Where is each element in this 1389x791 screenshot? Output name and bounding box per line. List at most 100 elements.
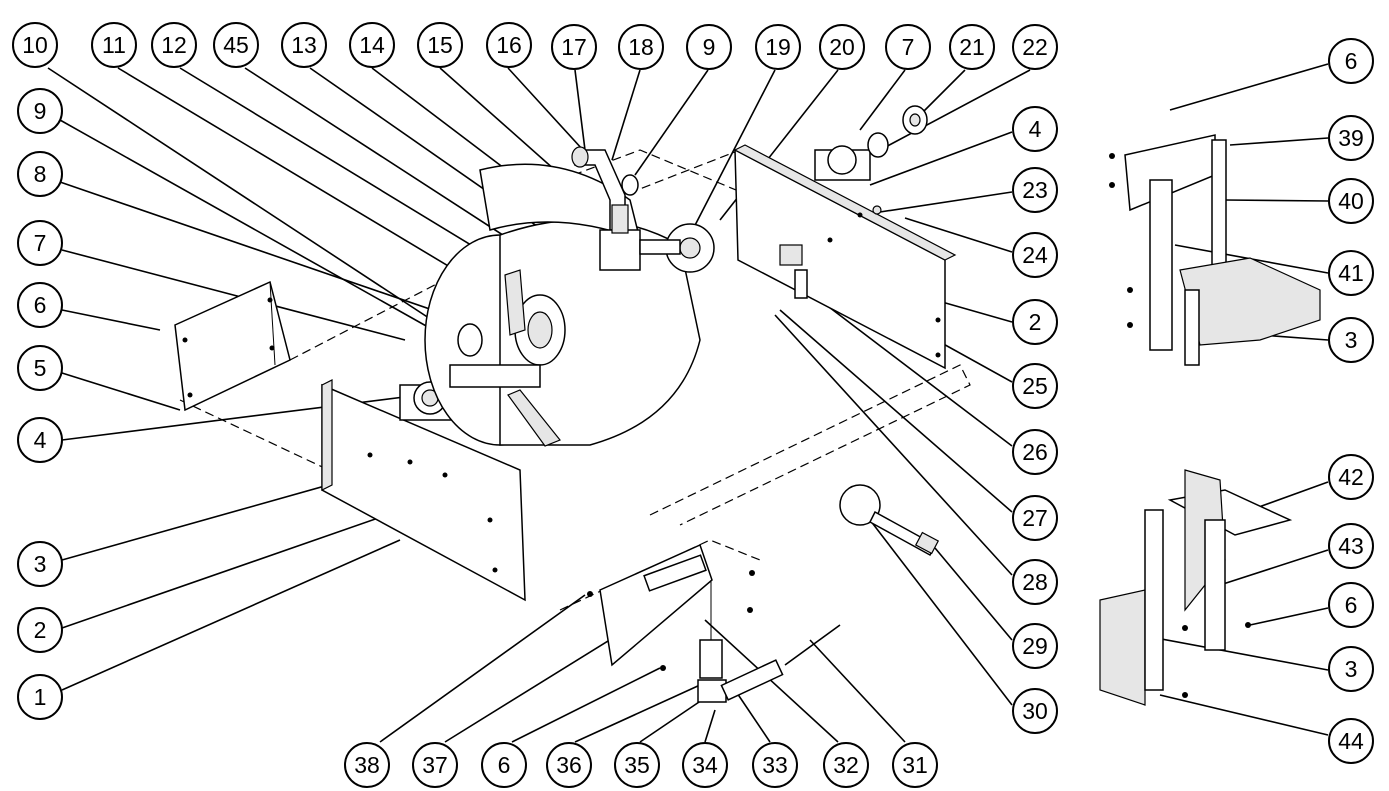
- callout-c-21: 21: [949, 24, 995, 70]
- callout-c-4a: 4: [17, 417, 63, 463]
- callout-circle: [17, 607, 63, 653]
- callout-c-6d: 6: [1328, 582, 1374, 628]
- callout-c-2b: 2: [1012, 299, 1058, 345]
- callout-circle: [1012, 299, 1058, 345]
- callout-c-27: 27: [1012, 495, 1058, 541]
- leader-19: [689, 69, 776, 236]
- leader-34: [704, 709, 716, 743]
- callout-c-7a: 7: [885, 24, 931, 70]
- callout-c-5: 5: [17, 345, 63, 391]
- leader-3c: [1139, 634, 1329, 671]
- callout-circle: [1328, 582, 1374, 628]
- callout-circle: [213, 22, 259, 68]
- callout-circle: [481, 742, 527, 788]
- callout-label: 2: [34, 617, 47, 643]
- left-end-plate: [174, 280, 291, 412]
- callout-label: 22: [1022, 34, 1048, 60]
- callout-circle: [546, 742, 592, 788]
- callout-label: 28: [1022, 569, 1048, 595]
- callout-c-7b: 7: [17, 220, 63, 266]
- callout-c-11: 11: [91, 22, 137, 68]
- leader-26: [799, 284, 1013, 447]
- callout-c-12: 12: [151, 22, 197, 68]
- callout-label: 1: [34, 684, 47, 710]
- handle-assembly: [839, 484, 940, 557]
- callout-circle: [1328, 38, 1374, 84]
- callout-c-39: 39: [1328, 115, 1374, 161]
- callout-label: 24: [1022, 242, 1048, 268]
- callout-c-10a: 10: [12, 22, 58, 68]
- callout-label: 38: [354, 752, 380, 778]
- callout-label: 6: [34, 292, 47, 318]
- callout-circle: [892, 742, 938, 788]
- callout-label: 39: [1338, 125, 1364, 151]
- callout-c-28: 28: [1012, 559, 1058, 605]
- callout-label: 16: [496, 32, 522, 58]
- callout-c-33: 33: [752, 742, 798, 788]
- assembly-line-main: [289, 149, 741, 361]
- callout-label: 32: [833, 752, 859, 778]
- callout-label: 18: [628, 34, 654, 60]
- callout-label: 7: [34, 230, 47, 256]
- leader-9b: [59, 119, 461, 346]
- callout-circle: [1012, 167, 1058, 213]
- inset-lower-bracket: [1099, 469, 1293, 706]
- callout-label: 4: [1029, 116, 1042, 142]
- callout-c-30: 30: [1012, 688, 1058, 734]
- leader-7a: [859, 69, 906, 131]
- callout-c-22: 22: [1012, 24, 1058, 70]
- callout-circle: [551, 24, 597, 70]
- callout-c-24: 24: [1012, 232, 1058, 278]
- callout-circle: [885, 24, 931, 70]
- callout-label: 8: [34, 161, 47, 187]
- callout-label: 23: [1022, 177, 1048, 203]
- callout-label: 5: [34, 355, 47, 381]
- callout-c-38: 38: [344, 742, 390, 788]
- callout-circle: [17, 541, 63, 587]
- callout-label: 26: [1022, 439, 1048, 465]
- callout-c-44: 44: [1328, 718, 1374, 764]
- leader-4b: [869, 131, 1013, 186]
- callout-circle: [17, 220, 63, 266]
- leader-30: [869, 519, 1013, 706]
- callout-label: 10: [22, 32, 48, 58]
- assembly-line-low: [559, 539, 761, 611]
- callout-label: 21: [959, 34, 985, 60]
- callout-label: 25: [1022, 373, 1048, 399]
- callout-circle: [17, 345, 63, 391]
- callout-label: 12: [161, 32, 187, 58]
- callout-circle: [823, 742, 869, 788]
- leader-2b: [934, 299, 1013, 323]
- leader-32: [704, 619, 839, 743]
- callout-label: 27: [1022, 505, 1048, 531]
- callout-circle: [618, 24, 664, 70]
- callout-c-42: 42: [1328, 454, 1374, 500]
- leader-35: [639, 697, 706, 743]
- leader-27: [779, 309, 1013, 513]
- callout-circle: [1328, 178, 1374, 224]
- callout-c-18: 18: [618, 24, 664, 70]
- callout-circle: [686, 24, 732, 70]
- callout-c-25: 25: [1012, 363, 1058, 409]
- callout-c-2a: 2: [17, 607, 63, 653]
- callout-c-20: 20: [819, 24, 865, 70]
- callout-c-1: 1: [17, 674, 63, 720]
- callout-c-8: 8: [17, 151, 63, 197]
- leader-11: [117, 67, 506, 301]
- callout-c-15: 15: [417, 22, 463, 68]
- callout-c-35: 35: [614, 742, 660, 788]
- callout-label: 6: [1345, 592, 1358, 618]
- callout-circle: [819, 24, 865, 70]
- callout-circle: [614, 742, 660, 788]
- callout-c-41: 41: [1328, 250, 1374, 296]
- callout-c-13: 13: [281, 22, 327, 68]
- callout-label: 9: [703, 34, 716, 60]
- callout-label: 30: [1022, 698, 1048, 724]
- callout-label: 35: [624, 752, 650, 778]
- top-piping: [571, 146, 641, 271]
- callout-circle: [281, 22, 327, 68]
- sprocket: [639, 223, 715, 273]
- callout-circle: [1328, 454, 1374, 500]
